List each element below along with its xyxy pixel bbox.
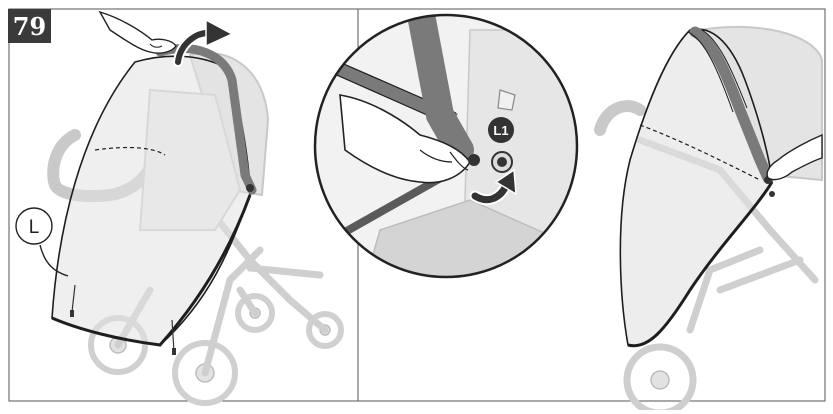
callout-label-left: L [29,217,40,238]
cord-toggle-left-2 [172,348,176,355]
hand-icon [100,12,176,53]
pivot-dot-right [769,191,775,197]
stroller-handlebar-right [600,106,640,130]
middle-panel: L1 [315,15,580,300]
right-panel [600,27,822,410]
strap-button-left [246,184,254,192]
rain-cover-left [52,56,250,345]
step-number-badge: 79 [8,9,51,43]
left-panel: L [16,12,341,403]
callout-label-l1: L1 [493,123,508,138]
cord-toggle-left-1 [70,310,74,317]
